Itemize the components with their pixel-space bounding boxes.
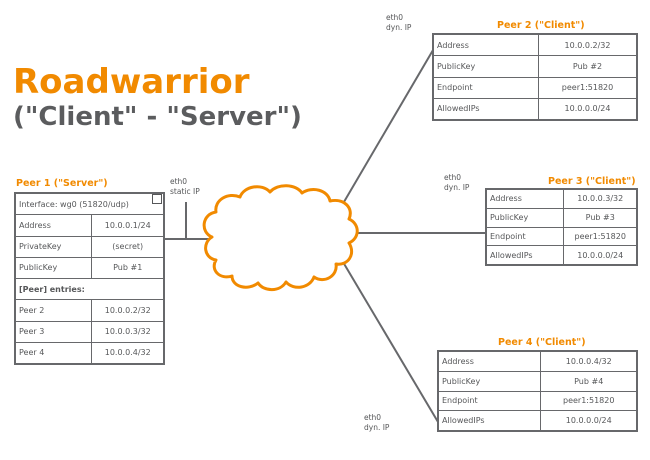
table-row: Endpoint peer1:51820: [487, 226, 636, 246]
row-label: Peer 4: [16, 342, 93, 363]
row-value: peer1:51820: [562, 396, 615, 406]
row-value: Pub #2: [572, 61, 603, 71]
table-row: Peer 2 10.0.0.2/32: [16, 299, 163, 321]
row-label: PublicKey: [434, 56, 540, 77]
row-value: (secret): [112, 242, 144, 252]
row-label: PublicKey: [439, 371, 542, 391]
peer4-header: Peer 4 ("Client"): [498, 337, 586, 348]
table-row: Peer 3 10.0.0.3/32: [16, 320, 163, 342]
ip-type: dyn. IP: [444, 182, 470, 192]
row-value: 10.0.0.2/32: [564, 40, 611, 50]
peer4-box: Address 10.0.0.4/32 PublicKey Pub #4 End…: [437, 350, 638, 432]
table-row: AllowedIPs 10.0.0.0/24: [434, 97, 636, 119]
row-label: Endpoint: [434, 77, 540, 98]
peer2-box: Address 10.0.0.2/32 PublicKey Pub #2 End…: [432, 33, 638, 121]
row-label: PrivateKey: [16, 236, 93, 257]
table-row: Endpoint peer1:51820: [439, 390, 636, 411]
peer3-header: Peer 3 ("Client"): [548, 176, 636, 187]
row-value: Pub #4: [574, 376, 604, 386]
table-row: PublicKey Pub #4: [439, 370, 636, 391]
table-row: PublicKey Pub #1: [16, 256, 163, 278]
connection-line-peer4: [342, 261, 442, 428]
table-row: PrivateKey (secret): [16, 235, 163, 257]
row-label: AllowedIPs: [434, 98, 540, 119]
peer3-box: Address 10.0.0.3/32 PublicKey Pub #3 End…: [485, 188, 638, 266]
interface-name: eth0: [364, 413, 382, 422]
row-value: 10.0.0.4/32: [104, 348, 151, 358]
row-value: 10.0.0.1/24: [104, 220, 151, 230]
row-label: Address: [16, 215, 93, 236]
peer1-link-label: eth0 static IP: [170, 177, 200, 196]
table-row: Address 10.0.0.2/32: [434, 35, 636, 56]
key-icon: [152, 194, 162, 204]
interface-name: eth0: [444, 173, 462, 182]
row-value: Pub #3: [585, 213, 615, 223]
row-value: peer1:51820: [561, 83, 614, 93]
interface-name: eth0: [386, 13, 404, 22]
table-row: AllowedIPs 10.0.0.0/24: [439, 410, 636, 430]
table-row: Peer 4 10.0.0.4/32: [16, 341, 163, 363]
section-label: [Peer] entries:: [19, 284, 85, 294]
row-value: 10.0.0.3/32: [577, 194, 624, 204]
interface-name: eth0: [170, 177, 188, 186]
page-title: Roadwarrior: [13, 62, 250, 102]
row-label: PublicKey: [487, 208, 565, 227]
ip-type: dyn. IP: [386, 22, 412, 32]
peer1-box: Interface: wg0 (51820/udp) Address 10.0.…: [14, 192, 165, 365]
peer1-header: Peer 1 ("Server"): [16, 178, 108, 189]
row-label: Peer 2: [16, 300, 93, 321]
table-row: PublicKey Pub #2: [434, 55, 636, 77]
interface-cell: Interface: wg0 (51820/udp): [19, 199, 129, 209]
row-label: AllowedIPs: [487, 246, 565, 264]
row-label: Endpoint: [439, 391, 542, 411]
row-label: Endpoint: [487, 227, 565, 246]
peer2-link-label: eth0 dyn. IP: [386, 13, 411, 32]
table-row: [Peer] entries:: [16, 278, 163, 299]
row-value: Pub #1: [113, 263, 143, 273]
row-value: 10.0.0.2/32: [104, 305, 151, 315]
ip-type: dyn. IP: [364, 422, 390, 432]
row-value: 10.0.0.3/32: [104, 327, 151, 337]
row-label: PublicKey: [16, 257, 93, 278]
internet-cloud: [202, 184, 359, 292]
peer4-link-label: eth0 dyn. IP: [364, 413, 389, 432]
table-row: AllowedIPs 10.0.0.0/24: [487, 245, 636, 264]
row-value: 10.0.0.0/24: [565, 416, 612, 426]
row-label: Address: [434, 35, 540, 56]
table-row: Interface: wg0 (51820/udp): [16, 194, 163, 214]
page-subtitle: ("Client" - "Server"): [13, 102, 302, 132]
row-label: Peer 3: [16, 321, 93, 342]
table-row: PublicKey Pub #3: [487, 207, 636, 227]
table-row: Endpoint peer1:51820: [434, 76, 636, 98]
row-value: 10.0.0.4/32: [565, 356, 612, 366]
row-label: AllowedIPs: [439, 411, 542, 430]
table-row: Address 10.0.0.4/32: [439, 352, 636, 371]
row-value: 10.0.0.0/24: [564, 104, 611, 114]
peer3-link-label: eth0 dyn. IP: [444, 173, 469, 192]
ip-type: static IP: [170, 186, 200, 196]
row-value: 10.0.0.0/24: [577, 250, 624, 260]
table-row: Address 10.0.0.3/32: [487, 190, 636, 208]
row-label: Address: [439, 352, 542, 371]
row-label: Address: [487, 190, 565, 208]
connection-line-peer2: [340, 44, 437, 208]
peer2-header: Peer 2 ("Client"): [497, 20, 585, 31]
row-value: peer1:51820: [574, 231, 626, 241]
table-row: Address 10.0.0.1/24: [16, 214, 163, 236]
